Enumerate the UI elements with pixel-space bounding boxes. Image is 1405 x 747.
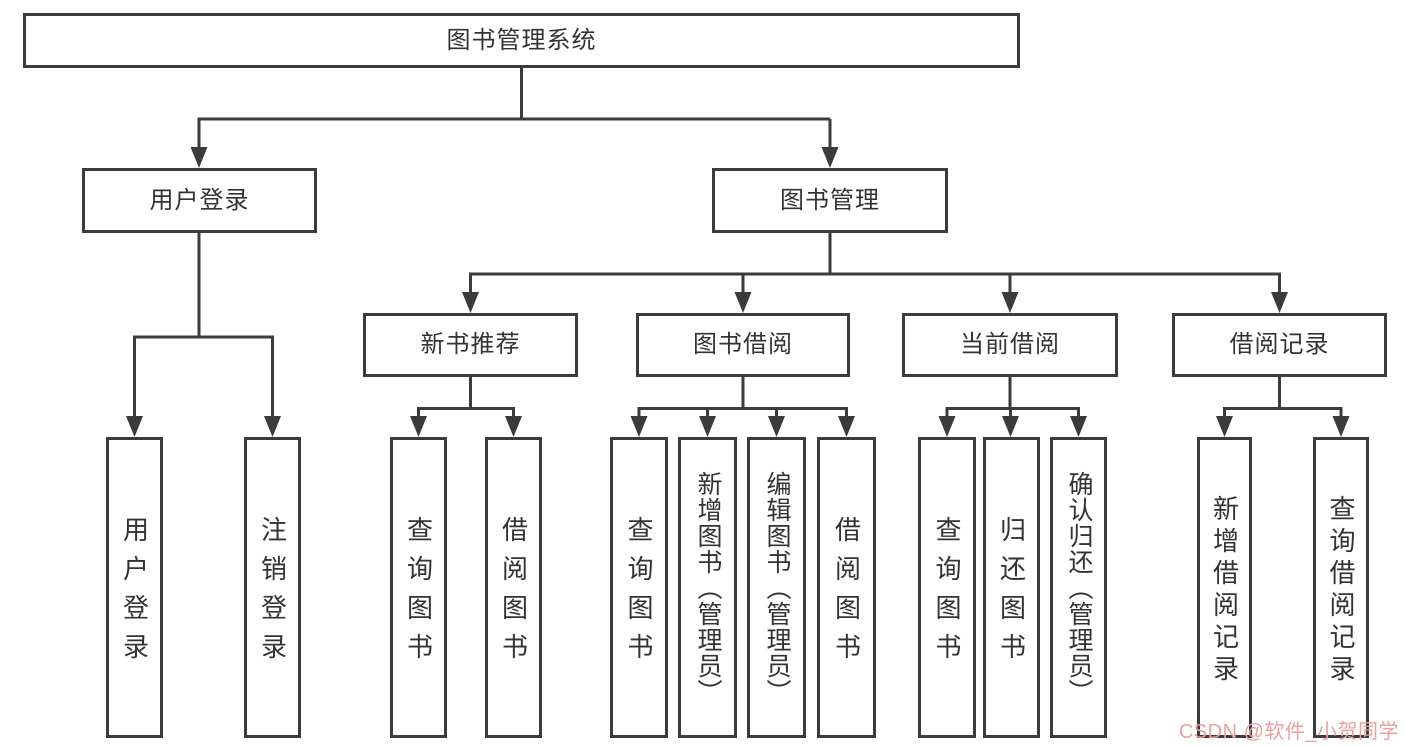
watermark: CSDN @软件_小贺同学 <box>1178 721 1399 743</box>
node-current-borrowing-label: 当前借阅 <box>960 331 1060 358</box>
node-borrowing-records: 借阅记录 <box>1172 313 1387 377</box>
node-new-book-recommendation-label: 新书推荐 <box>420 331 521 358</box>
node-logout-action: 注销登录 <box>244 437 301 738</box>
node-logout-action-label: 注销登录 <box>257 516 288 672</box>
node-query-books-borrowing: 查询图书 <box>610 437 668 738</box>
node-query-books-recommend-label: 查询图书 <box>403 516 434 672</box>
node-root-label: 图书管理系统 <box>446 26 597 54</box>
node-return-books-label: 归还图书 <box>996 516 1027 672</box>
node-user-login-action-label: 用户登录 <box>119 516 150 672</box>
node-add-books-admin-label: 新增图书（管理员） <box>694 471 722 705</box>
node-user-login-action: 用户登录 <box>106 437 163 738</box>
node-return-books: 归还图书 <box>983 437 1040 738</box>
node-add-books-admin: 新增图书（管理员） <box>678 437 737 738</box>
node-new-book-recommendation: 新书推荐 <box>363 313 578 377</box>
node-book-borrowing-label: 图书借阅 <box>693 331 793 358</box>
node-query-borrow-record: 查询借阅记录 <box>1313 437 1369 738</box>
node-query-books-current-label: 查询图书 <box>932 516 962 672</box>
node-query-books-borrowing-label: 查询图书 <box>624 516 654 672</box>
node-user-login-label: 用户登录 <box>149 186 250 214</box>
node-borrow-books-recommend: 借阅图书 <box>485 437 542 738</box>
node-edit-books-admin-label: 编辑图书（管理员） <box>763 471 791 705</box>
node-query-books-current: 查询图书 <box>918 437 976 738</box>
node-confirm-return-admin-label: 确认归还（管理员） <box>1065 471 1093 705</box>
node-user-login: 用户登录 <box>82 168 317 233</box>
node-borrow-books-recommend-label: 借阅图书 <box>498 516 529 672</box>
node-confirm-return-admin: 确认归还（管理员） <box>1050 437 1107 738</box>
node-add-borrow-record-label: 新增借阅记录 <box>1209 494 1240 687</box>
node-borrow-books-borrowing-label: 借阅图书 <box>831 516 862 672</box>
node-query-borrow-record-label: 查询借阅记录 <box>1326 494 1356 687</box>
node-book-borrowing: 图书借阅 <box>636 313 850 377</box>
node-root: 图书管理系统 <box>23 13 1020 68</box>
node-query-books-recommend: 查询图书 <box>390 437 447 738</box>
node-edit-books-admin: 编辑图书（管理员） <box>747 437 806 738</box>
node-borrowing-records-label: 借阅记录 <box>1229 331 1330 358</box>
node-book-management: 图书管理 <box>712 168 948 233</box>
node-add-borrow-record: 新增借阅记录 <box>1197 437 1252 738</box>
node-current-borrowing: 当前借阅 <box>902 313 1118 377</box>
node-borrow-books-borrowing: 借阅图书 <box>817 437 876 738</box>
node-book-management-label: 图书管理 <box>780 186 880 214</box>
